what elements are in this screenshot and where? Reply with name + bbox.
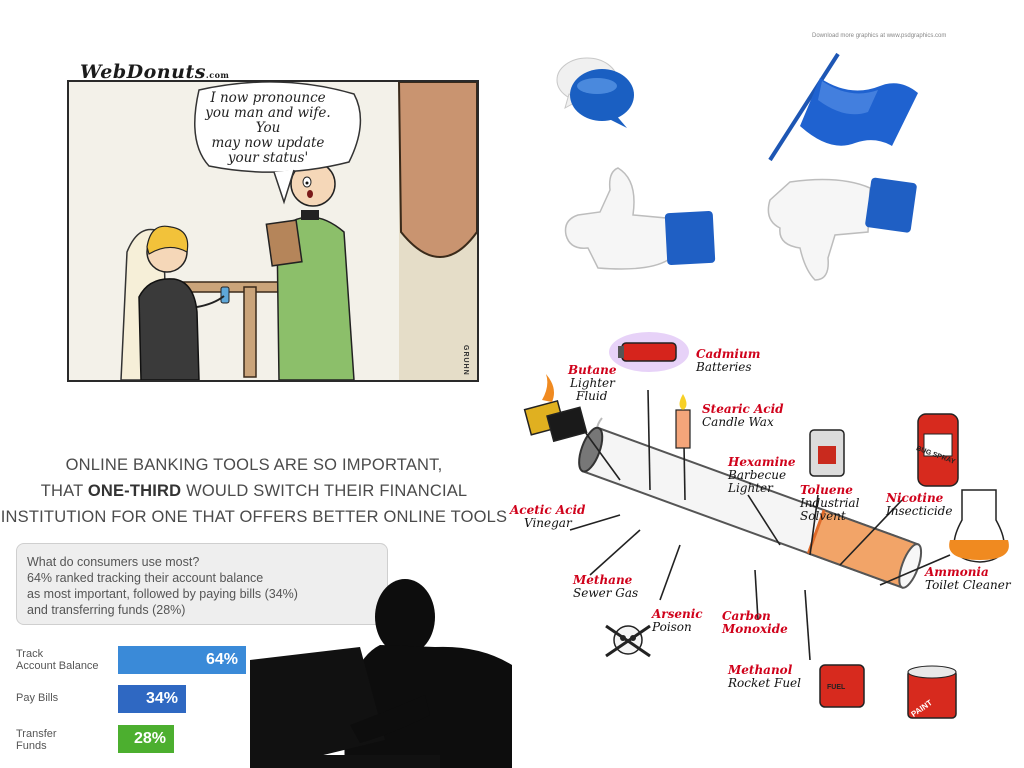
cartoon-logo-suffix: .com <box>205 70 230 80</box>
bar-value-label: 34% <box>145 690 178 707</box>
chemical-use: Solvent <box>800 509 846 523</box>
banking-heading-line: INSTITUTION FOR ONE THAT OFFERS BETTER O… <box>0 508 508 526</box>
consumer-usage-callout: What do consumers use most? 64% ranked t… <box>16 543 388 625</box>
heading-text: THAT <box>40 482 88 500</box>
chemical-use: Sewer Gas <box>573 586 639 600</box>
thumbs-up-icon <box>564 167 716 270</box>
speech-line: may now update <box>211 135 325 151</box>
chemical-use: Insecticide <box>886 504 953 518</box>
bar-label-line: Track <box>16 648 44 660</box>
wedding-cartoon: I now pronounce you man and wife. You ma… <box>67 80 479 382</box>
chemical-name: Butane <box>568 363 617 377</box>
chemical-name: Toluene <box>800 483 853 497</box>
bar-label-pay: Pay Bills <box>16 692 116 704</box>
cartoon-logo: WebDonuts.com <box>80 61 229 83</box>
banking-heading: ONLINE BANKING TOOLS ARE SO IMPORTANT, T… <box>0 452 508 530</box>
chemical-use: Vinegar <box>524 516 572 530</box>
speech-line: you man and wife. You <box>205 105 331 136</box>
chemical-use: Industrial <box>800 496 860 510</box>
bar-label-transfer: Transfer Funds <box>16 728 116 752</box>
chemical-name: Cadmium <box>696 347 761 361</box>
chemical-name: Carbon <box>722 609 771 623</box>
speech-bubbles-icon <box>556 57 634 128</box>
banking-heading-line: ONLINE BANKING TOOLS ARE SO IMPORTANT, <box>65 456 443 474</box>
chemical-use: Barbecue <box>728 468 787 482</box>
bar-label-line: Pay Bills <box>16 692 59 704</box>
bar-value-label: 28% <box>133 730 166 747</box>
chemical-use: Lighter <box>570 376 615 390</box>
bar-label-line: Transfer <box>16 728 57 740</box>
person-laptop-silhouette <box>250 579 512 768</box>
thumbs-down-icon <box>767 177 917 281</box>
bar-track-account-balance: 64% <box>118 646 246 674</box>
wedding-cartoon-drawing <box>120 82 477 380</box>
chemical-use: Batteries <box>696 360 752 374</box>
bar-label-track: Track Account Balance <box>16 648 116 672</box>
heading-text: WOULD SWITCH THEIR FINANCIAL <box>181 482 468 500</box>
cartoon-speech-text: I now pronounce you man and wife. You ma… <box>194 91 342 166</box>
speech-line: your status' <box>227 150 309 166</box>
chemical-name: Stearic Acid <box>702 402 784 416</box>
bar-label-line: Funds <box>16 740 47 752</box>
bar-label-line: Account Balance <box>16 660 99 672</box>
bar-pay-bills: 34% <box>118 685 186 713</box>
heading-emphasis: ONE-THIRD <box>87 482 182 500</box>
banking-heading-line: THAT ONE-THIRD WOULD SWITCH THEIR FINANC… <box>0 478 508 504</box>
fuel-tag: FUEL <box>827 684 846 691</box>
chemical-use: Rocket Fuel <box>728 676 801 690</box>
chemical-use: Lighter <box>728 481 773 495</box>
chemical-name: Acetic Acid <box>510 503 586 517</box>
cigarette-chemicals-illustration <box>523 332 1009 719</box>
chemical-use: Fluid <box>576 389 608 403</box>
chemical-use: Poison <box>652 620 692 634</box>
chemical-name: Ammonia <box>925 565 989 579</box>
chemical-name: Arsenic <box>652 607 703 621</box>
graphics-credit: Download more graphics at www.psdgraphic… <box>812 33 947 39</box>
chemical-name: Methanol <box>728 663 793 677</box>
bar-transfer-funds: 28% <box>118 725 174 753</box>
chemical-name: Monoxide <box>722 622 788 636</box>
chemical-name: Nicotine <box>886 491 944 505</box>
callout-line: 64% ranked tracking their account balanc… <box>27 571 264 585</box>
chemical-name: Hexamine <box>728 455 796 469</box>
callout-line: and transferring funds (28%) <box>27 603 186 617</box>
callout-line: as most important, followed by paying bi… <box>27 587 298 601</box>
callout-line: What do consumers use most? <box>27 555 200 569</box>
chemical-use: Candle Wax <box>702 415 774 429</box>
bar-value-label: 64% <box>205 651 238 668</box>
speech-line: I now pronounce <box>210 90 326 106</box>
cartoon-signature: GRUHN <box>462 345 469 376</box>
chemical-name: Methane <box>573 573 633 587</box>
flag-icon <box>768 52 918 162</box>
chemical-use: Toilet Cleaner <box>925 578 1011 592</box>
cartoon-logo-text: WebDonuts <box>80 61 206 83</box>
